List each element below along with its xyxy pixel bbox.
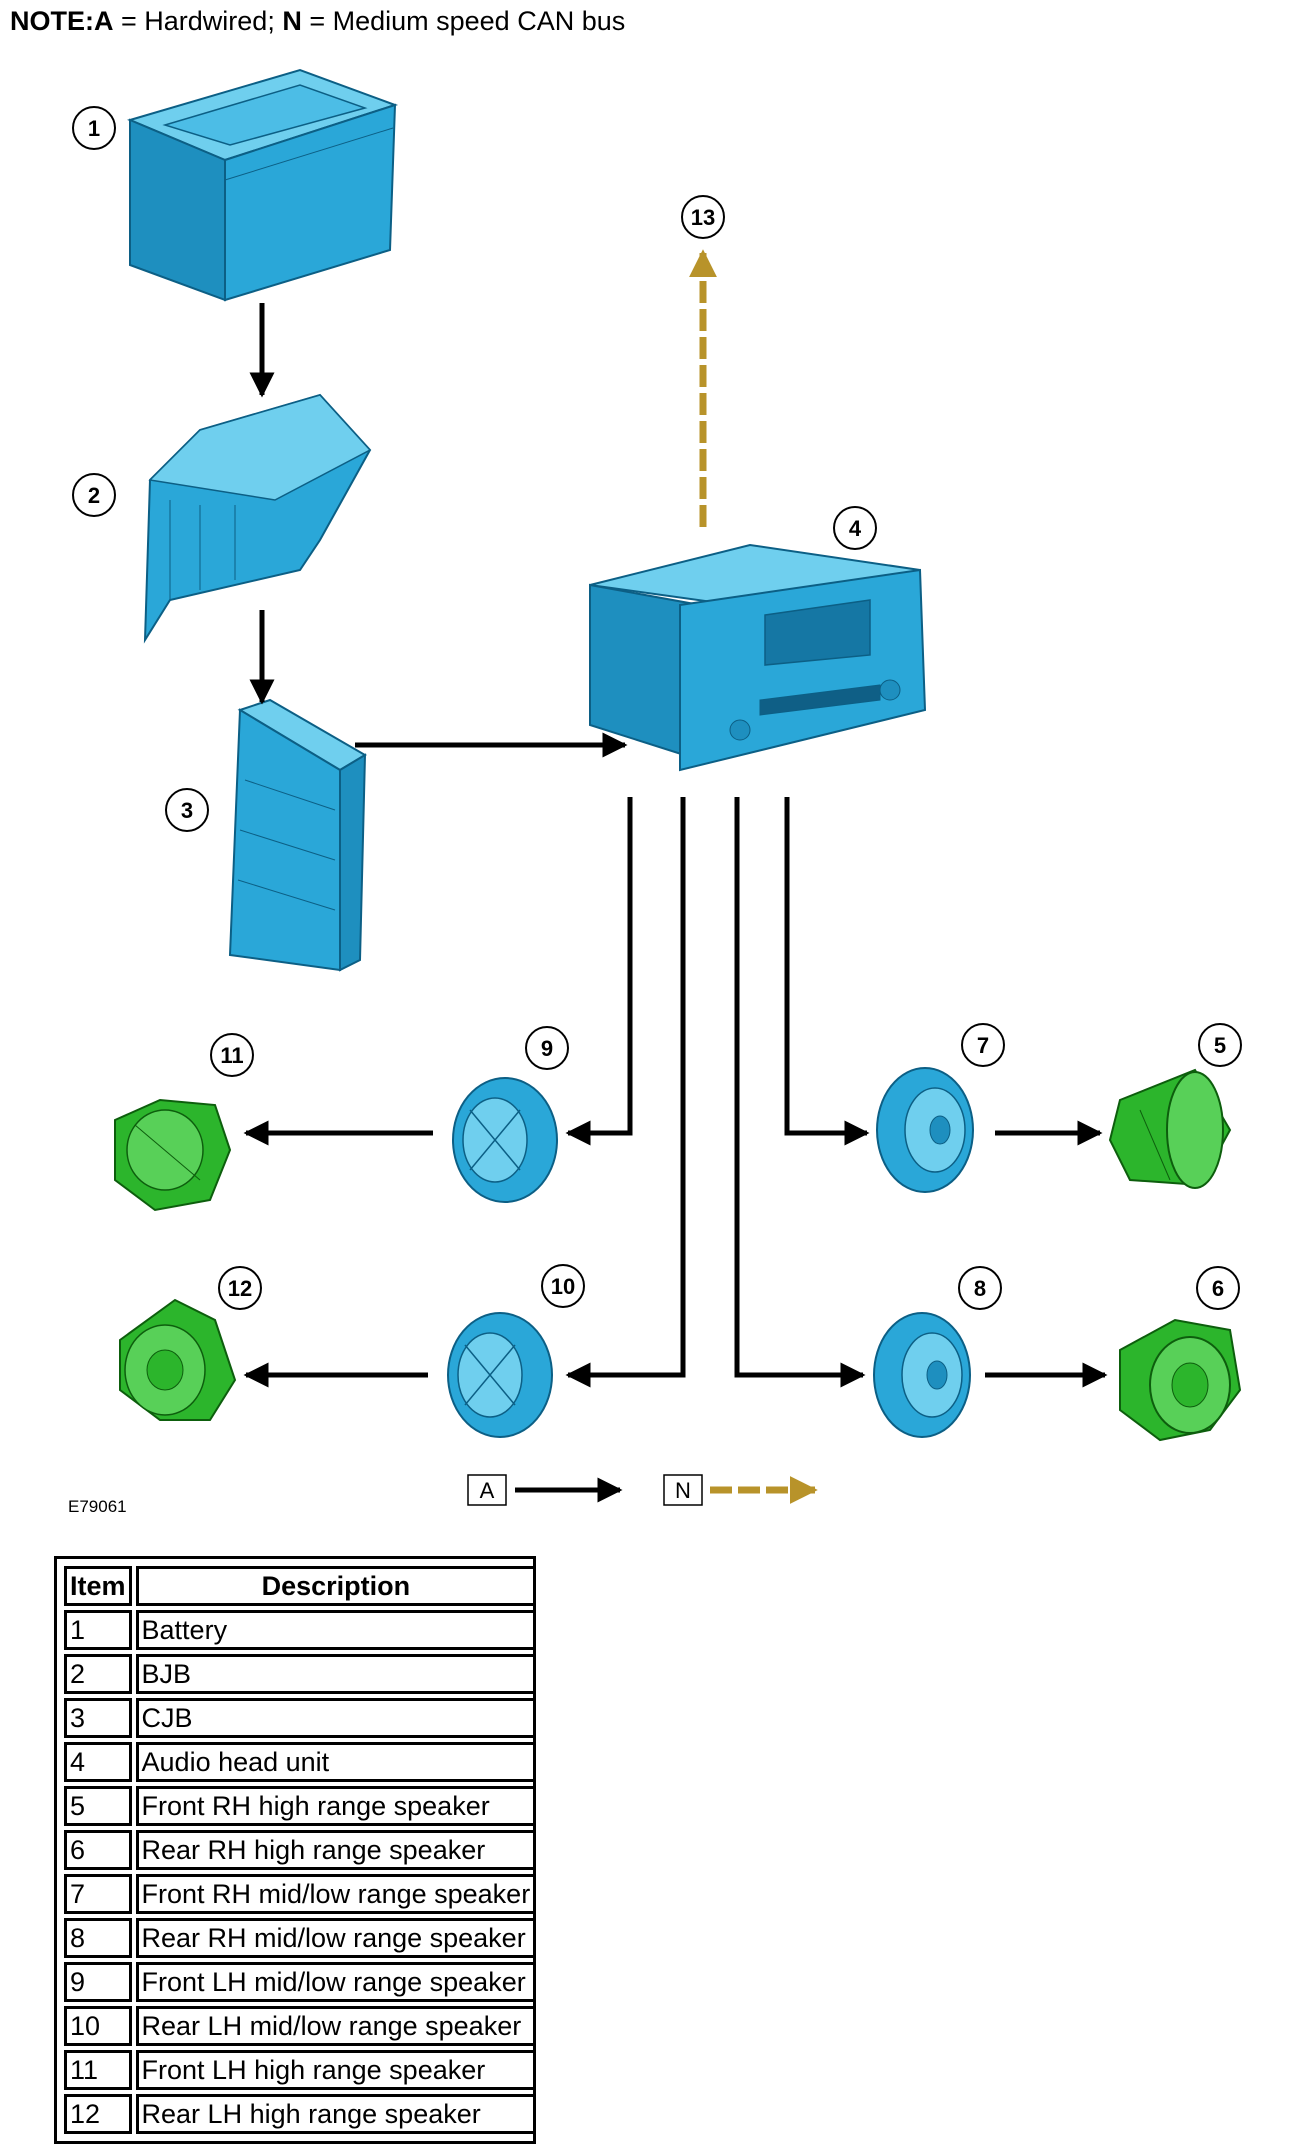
front-rh-midlow-speaker-component xyxy=(876,1067,974,1193)
svg-text:7: 7 xyxy=(977,1033,989,1058)
note-a-key: A xyxy=(94,6,114,36)
callout-3: 3 xyxy=(165,788,209,832)
svg-text:9: 9 xyxy=(541,1036,553,1061)
cjb-component xyxy=(228,698,367,972)
note-a-text: = Hardwired; xyxy=(113,6,283,36)
item-cell: 6 xyxy=(64,1830,132,1870)
callout-12: 12 xyxy=(218,1266,262,1310)
description-cell: Front RH high range speaker xyxy=(135,1786,537,1826)
header-item: Item xyxy=(64,1566,132,1606)
item-cell: 5 xyxy=(64,1786,132,1826)
callout-10: 10 xyxy=(541,1264,585,1308)
svg-text:10: 10 xyxy=(551,1274,575,1299)
item-cell: 2 xyxy=(64,1654,132,1694)
svg-text:13: 13 xyxy=(691,205,715,230)
description-cell: Rear RH mid/low range speaker xyxy=(135,1918,537,1958)
item-cell: 10 xyxy=(64,2006,132,2046)
rear-rh-midlow-speaker-component xyxy=(873,1312,971,1438)
item-cell: 3 xyxy=(64,1698,132,1738)
svg-text:11: 11 xyxy=(220,1043,243,1068)
callout-9: 9 xyxy=(525,1026,569,1070)
front-lh-midlow-speaker-component xyxy=(452,1077,558,1203)
header-description: Description xyxy=(135,1566,537,1606)
bjb-component xyxy=(143,393,372,644)
callout-1: 1 xyxy=(72,106,116,150)
svg-text:8: 8 xyxy=(974,1276,986,1301)
description-cell: CJB xyxy=(135,1698,537,1738)
description-cell: Audio head unit xyxy=(135,1742,537,1782)
figure-reference: E79061 xyxy=(68,1497,127,1516)
battery-component xyxy=(127,68,399,302)
svg-text:3: 3 xyxy=(181,798,193,823)
svg-text:2: 2 xyxy=(88,483,100,508)
note-prefix: NOTE: xyxy=(10,6,94,36)
legend-can-bus: N xyxy=(663,1474,703,1506)
description-cell: Rear LH mid/low range speaker xyxy=(135,2006,537,2046)
svg-text:5: 5 xyxy=(1214,1033,1226,1058)
audio-system-diagram: 1 2 3 4 5 6 7 8 9 10 11 12 xyxy=(68,68,1242,1516)
callout-4: 4 xyxy=(833,506,877,550)
callout-8: 8 xyxy=(958,1266,1002,1310)
hardwired-connections xyxy=(243,303,1108,1503)
legend-hardwired: A xyxy=(467,1474,507,1506)
item-cell: 7 xyxy=(64,1874,132,1914)
svg-text:A: A xyxy=(480,1478,495,1503)
front-lh-high-speaker-component xyxy=(114,1098,232,1212)
front-rh-high-speaker-component xyxy=(1108,1068,1232,1189)
svg-text:1: 1 xyxy=(88,116,100,141)
rear-rh-high-speaker-component xyxy=(1119,1318,1242,1442)
svg-text:6: 6 xyxy=(1212,1276,1224,1301)
note-line: NOTE:A = Hardwired; N = Medium speed CAN… xyxy=(10,6,625,37)
callout-13: 13 xyxy=(681,195,725,239)
callout-6: 6 xyxy=(1196,1266,1240,1310)
rear-lh-midlow-speaker-component xyxy=(447,1312,553,1438)
note-n-text: = Medium speed CAN bus xyxy=(301,6,626,36)
svg-text:4: 4 xyxy=(849,516,862,541)
svg-text:N: N xyxy=(675,1478,691,1503)
table-header-row: Item Description xyxy=(64,1566,537,1606)
can-bus-connections xyxy=(689,249,818,1504)
callout-11: 11 xyxy=(210,1033,254,1077)
note-n-key: N xyxy=(282,6,302,36)
callout-5: 5 xyxy=(1198,1023,1242,1067)
description-cell: BJB xyxy=(135,1654,537,1694)
description-cell: Rear RH high range speaker xyxy=(135,1830,537,1870)
item-cell: 9 xyxy=(64,1962,132,2002)
item-cell: 11 xyxy=(64,2050,132,2090)
audio-head-unit-component xyxy=(589,543,927,772)
item-cell: 8 xyxy=(64,1918,132,1958)
callout-7: 7 xyxy=(961,1023,1005,1067)
callout-2: 2 xyxy=(72,473,116,517)
item-cell: 12 xyxy=(64,2094,132,2134)
description-cell: Front LH mid/low range speaker xyxy=(135,1962,537,2002)
description-cell: Rear LH high range speaker xyxy=(135,2094,537,2134)
description-cell: Battery xyxy=(135,1610,537,1650)
svg-text:12: 12 xyxy=(228,1276,252,1301)
description-cell: Front LH high range speaker xyxy=(135,2050,537,2090)
description-cell: Front RH mid/low range speaker xyxy=(135,1874,537,1914)
item-cell: 1 xyxy=(64,1610,132,1650)
item-cell: 4 xyxy=(64,1742,132,1782)
rear-lh-high-speaker-component xyxy=(119,1298,237,1421)
